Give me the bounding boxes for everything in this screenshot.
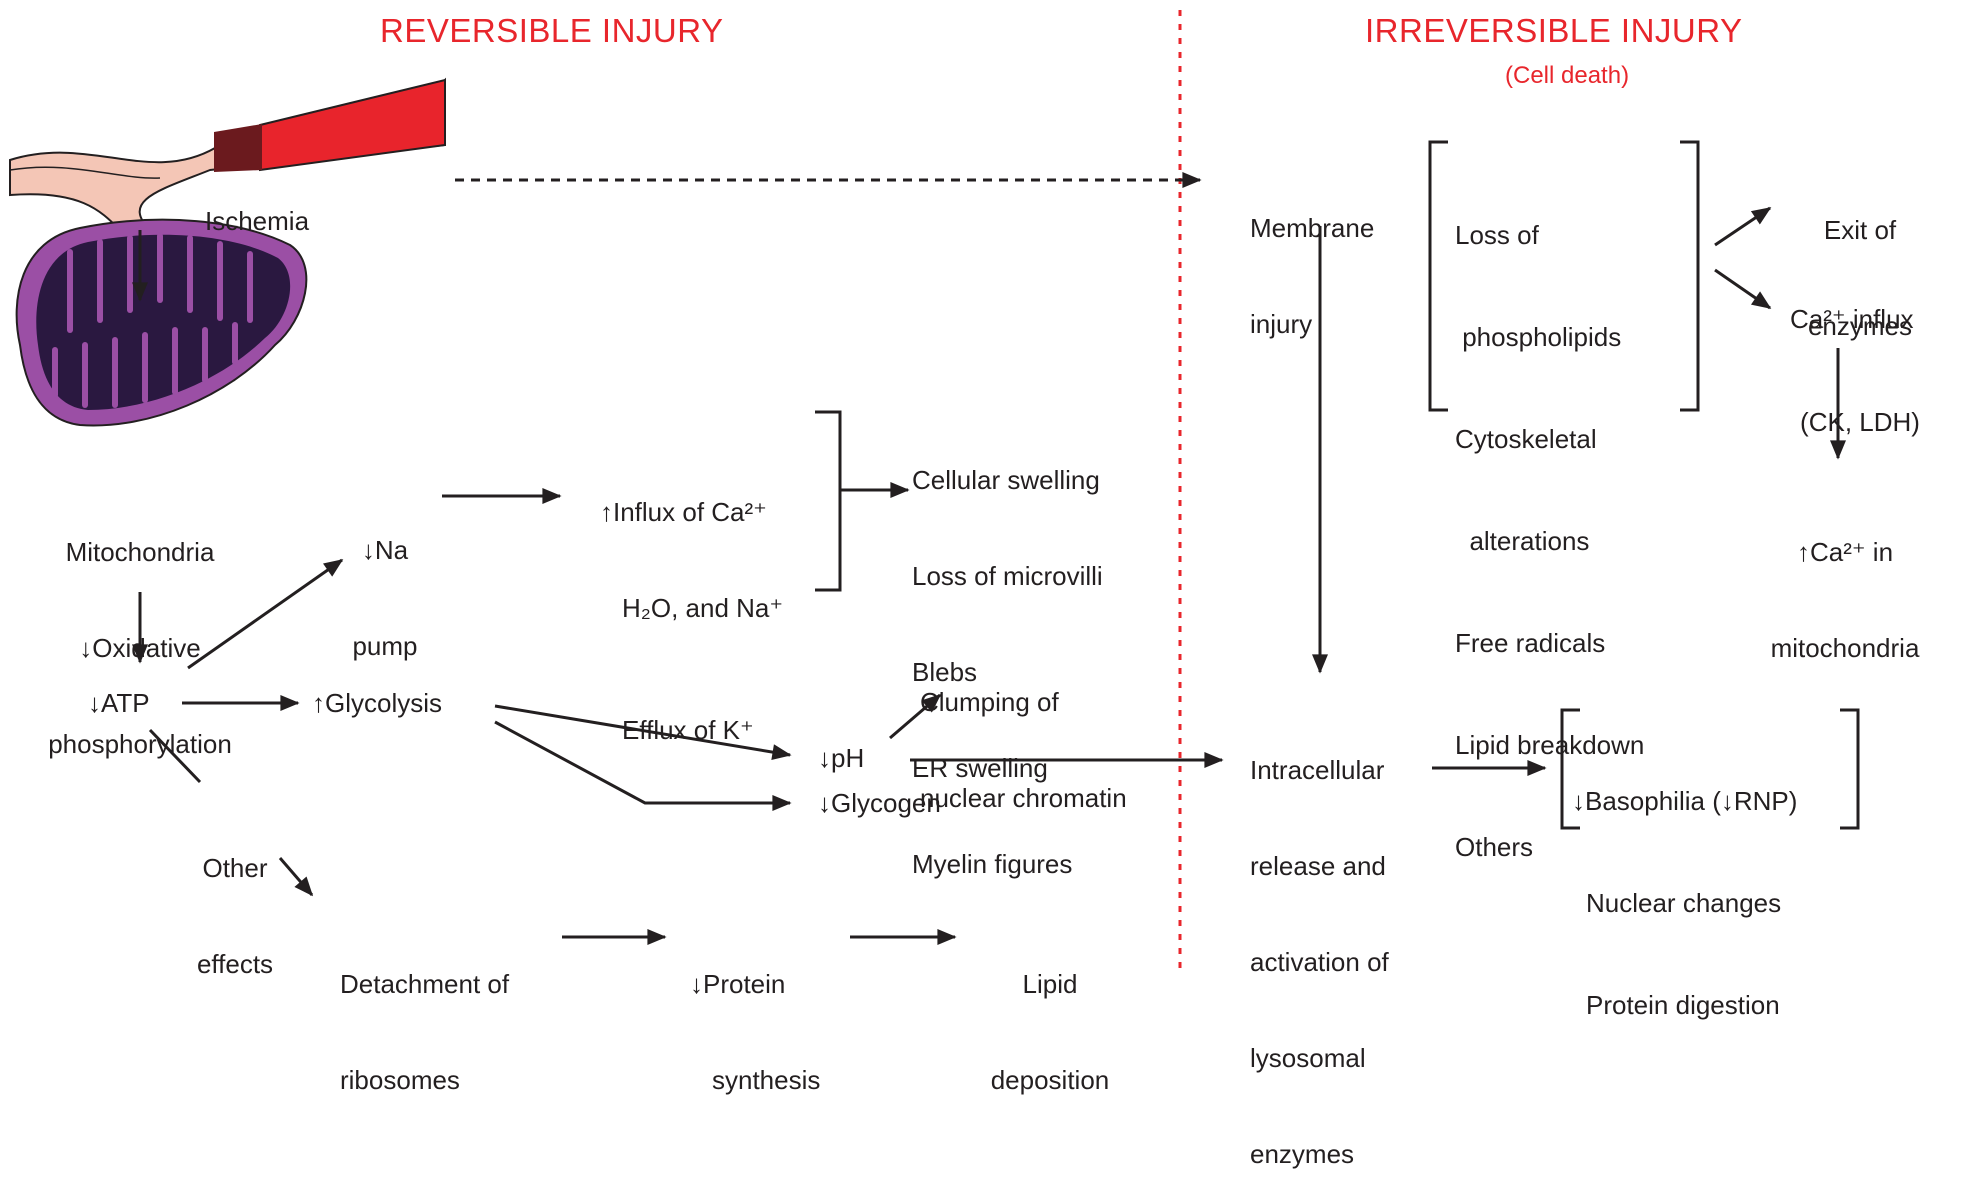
cause-item: Loss of: [1455, 220, 1539, 250]
ca-mito-line-2: mitochondria: [1770, 633, 1920, 663]
membrane-line-1: Membrane: [1250, 213, 1375, 243]
clumping-label: Clumping of nuclear chromatin: [920, 622, 1127, 846]
membrane-line-2: injury: [1250, 309, 1313, 339]
ph-label: ↓pH: [818, 743, 865, 773]
lipid-line-1: Lipid: [1022, 969, 1078, 999]
cause-item: alterations: [1455, 526, 1590, 556]
mitochondria-label: Mitochondria ↓Oxidative phosphorylation: [10, 472, 270, 792]
membrane-injury-label: Membrane injury: [1250, 148, 1374, 372]
bracket-causes: [1428, 140, 1700, 412]
nuclear-item: Nuclear changes: [1586, 888, 1782, 918]
mitochondria-line-1: Mitochondria: [65, 537, 215, 567]
na-pump-line-2: pump: [352, 631, 418, 661]
other-effects-label: Other effects: [180, 788, 290, 1012]
arrow-ph-to-clumping: [889, 693, 942, 740]
detachment-line-2: ribosomes: [340, 1065, 460, 1095]
diagram-canvas: [9, 10, 1860, 976]
bracket-influx: [815, 410, 842, 592]
membrane-causes-list: Loss of phospholipids Cytoskeletal alter…: [1455, 150, 1644, 898]
lyso-line: activation of: [1250, 947, 1389, 977]
glycolysis-label: ↑Glycolysis: [312, 688, 443, 718]
exit-line: Exit of: [1823, 215, 1897, 245]
lipid-deposition-label: Lipid deposition: [975, 904, 1125, 1128]
cause-item: Lipid breakdown: [1455, 730, 1645, 760]
cause-item: Others: [1455, 832, 1534, 862]
cause-item: Free radicals: [1455, 628, 1606, 658]
ca-influx-label: Ca²⁺ influx: [1790, 304, 1914, 334]
swelling-list: Cellular swelling Loss of microvilli Ble…: [912, 400, 1103, 912]
influx-line-3: Efflux of K⁺: [622, 715, 754, 745]
ca-mito-line-1: ↑Ca²⁺ in: [1796, 537, 1894, 567]
arrow-other-effects-to-detachment: [278, 857, 314, 897]
exit-enzymes-label: Exit of enzymes (CK, LDH): [1770, 150, 1950, 470]
protein-synthesis-label: ↓Protein synthesis: [690, 904, 820, 1128]
influx-label: ↑Influx of Ca²⁺ H₂O, and Na⁺ Efflux of K…: [600, 432, 783, 778]
other-effects-line-1: Other: [202, 853, 268, 883]
glycogen-label: ↓Glycogen: [818, 788, 941, 818]
bracket-nuclear: [1560, 708, 1860, 830]
exit-line: (CK, LDH): [1800, 407, 1920, 437]
swelling-item: ER swelling: [912, 753, 1048, 783]
detachment-line-1: Detachment of: [340, 969, 510, 999]
swelling-item: Loss of microvilli: [912, 561, 1103, 591]
atp-label: ↓ATP: [88, 688, 150, 718]
lyso-line: Intracellular: [1250, 755, 1385, 785]
protein-line-2: synthesis: [712, 1065, 821, 1095]
mitochondrion-illustration: [15, 218, 308, 427]
swelling-item: Myelin figures: [912, 849, 1073, 879]
clumping-line-1: Clumping of: [920, 687, 1059, 717]
lysosomal-enzymes-label: Intracellular release and activation of …: [1250, 690, 1389, 1202]
ca-mitochondria-label: ↑Ca²⁺ in mitochondria: [1755, 472, 1935, 696]
other-effects-line-2: effects: [196, 949, 274, 979]
detachment-label: Detachment of ribosomes: [340, 904, 509, 1128]
influx-line-2: H₂O, and Na⁺: [622, 593, 784, 623]
blood-vessel-illustration: [9, 77, 446, 231]
na-pump-label: ↓Na pump: [340, 470, 430, 694]
nuclear-item: ↓Basophilia (↓RNP): [1572, 786, 1798, 816]
lipid-line-2: deposition: [990, 1065, 1110, 1095]
lyso-line: release and: [1250, 851, 1386, 881]
nuclear-changes-list: ↓Basophilia (↓RNP) Nuclear changes Prote…: [1572, 716, 1797, 1056]
irreversible-injury-header: IRREVERSIBLE INJURY: [1365, 12, 1743, 49]
lyso-line: enzymes: [1250, 1139, 1355, 1169]
cell-death-subheader: (Cell death): [1505, 62, 1630, 89]
arrow-glycolysis-to-glycogen: [494, 720, 792, 811]
protein-line-1: ↓Protein: [690, 969, 786, 999]
mitochondria-line-3: phosphorylation: [48, 729, 232, 759]
na-pump-line-1: ↓Na: [361, 535, 409, 565]
arrow-glycolysis-to-ph: [494, 704, 792, 761]
clumping-line-2: nuclear chromatin: [920, 783, 1127, 813]
arrow-atp-to-na-pump: [187, 558, 344, 670]
cause-item: phospholipids: [1455, 322, 1622, 352]
swelling-item: Blebs: [912, 657, 978, 687]
influx-line-1: ↑Influx of Ca²⁺: [600, 497, 767, 527]
nuclear-item: Protein digestion: [1586, 990, 1780, 1020]
swelling-item: Cellular swelling: [912, 465, 1100, 495]
arrow-causes-to-exit: [1714, 206, 1772, 247]
arrow-causes-to-ca-influx: [1714, 268, 1772, 310]
exit-line: enzymes: [1807, 311, 1913, 341]
reversible-injury-header: REVERSIBLE INJURY: [380, 12, 724, 49]
lyso-line: lysosomal: [1250, 1043, 1366, 1073]
arrow-atp-to-other-effects: [148, 728, 202, 784]
mitochondria-line-2: ↓Oxidative: [79, 633, 201, 663]
cause-item: Cytoskeletal: [1455, 424, 1597, 454]
ischemia-label: Ischemia: [205, 206, 310, 236]
